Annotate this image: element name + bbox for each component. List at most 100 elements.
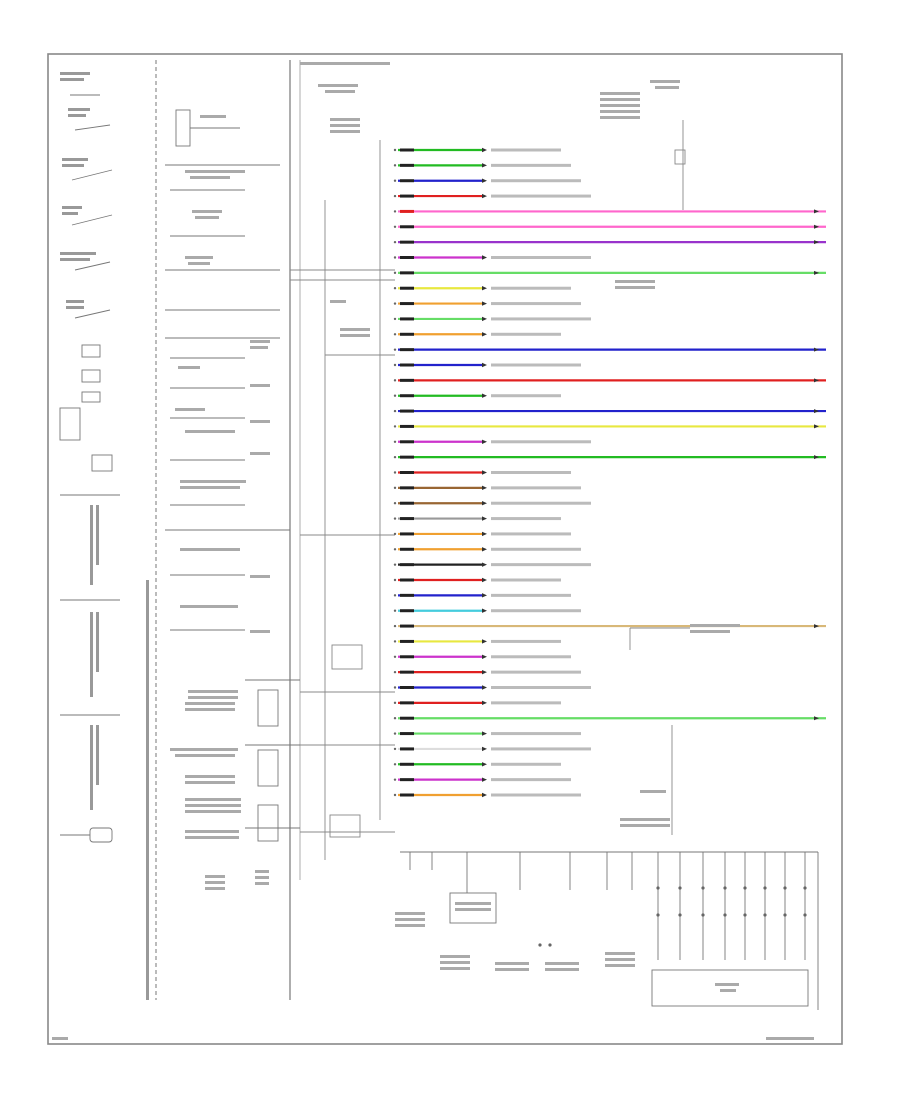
- wire-arrow: [482, 562, 487, 567]
- left-switch-column: [59, 94, 120, 843]
- wire-arrow: [482, 608, 487, 613]
- wire-tag: [400, 302, 414, 306]
- connector-pin: [393, 240, 397, 244]
- connector-pin: [393, 287, 397, 290]
- connector-pin: [393, 563, 397, 566]
- wire-22: [393, 470, 571, 475]
- connector-pin: [393, 179, 397, 182]
- connector-pin: [393, 502, 397, 505]
- wire-destination-label: [491, 670, 581, 674]
- wire-end-arrow: [814, 455, 819, 460]
- wire-tag: [400, 271, 414, 275]
- wire-tag: [400, 793, 414, 797]
- wire-tag: [400, 179, 414, 183]
- connector-pin: [393, 747, 397, 751]
- connector-pin: [393, 409, 397, 413]
- wire-7: [393, 240, 826, 245]
- connector-pin: [393, 333, 397, 336]
- wire-end-arrow: [814, 378, 819, 383]
- wire-tag: [400, 363, 414, 367]
- wire-tag: [400, 532, 414, 536]
- wire-arrow: [482, 147, 487, 153]
- connector-pin: [393, 471, 397, 474]
- connector-pin: [393, 394, 397, 397]
- wire-arrow: [482, 362, 487, 368]
- wire-arrow: [482, 654, 487, 659]
- wire-destination-label: [491, 593, 571, 597]
- wire-arrow: [482, 531, 487, 537]
- wire-16: [393, 378, 826, 383]
- connector-pin: [393, 302, 397, 305]
- connector-pin: [393, 701, 397, 705]
- connector-pin: [393, 425, 397, 428]
- wire-tag: [400, 471, 414, 474]
- wire-37: [393, 700, 561, 706]
- wire-destination-label: [491, 639, 561, 643]
- connector-pin: [393, 655, 397, 658]
- wire-tag: [400, 716, 414, 720]
- wire-destination-label: [491, 517, 561, 521]
- wire-destination-label: [491, 609, 581, 613]
- wire-destination-label: [491, 194, 591, 198]
- wire-arrow: [482, 316, 487, 322]
- wire-arrow: [482, 700, 487, 706]
- wire-destination-label: [491, 701, 561, 705]
- wire-tag: [400, 394, 414, 398]
- connector-pin: [393, 670, 397, 674]
- connector-pin: [393, 517, 397, 520]
- connector-pin: [393, 317, 397, 321]
- wire-34: [393, 654, 571, 659]
- wire-destination-label: [491, 532, 571, 536]
- wire-10: [393, 286, 571, 291]
- wire-tag: [400, 225, 414, 229]
- wire-21: [393, 455, 826, 460]
- connector-pin: [393, 732, 397, 735]
- wire-end-arrow: [814, 224, 819, 229]
- wire-arrow: [482, 485, 487, 491]
- wire-tag: [400, 378, 414, 382]
- wire-destination-label: [491, 655, 571, 659]
- connector-pin: [393, 686, 397, 689]
- wire-17: [393, 393, 561, 398]
- wire-destination-label: [491, 501, 591, 505]
- wire-23: [393, 485, 581, 491]
- wire-18: [393, 409, 826, 414]
- wire-tag: [400, 256, 414, 259]
- wire-end-arrow: [814, 624, 819, 629]
- bottom-labels: [52, 902, 739, 1040]
- connector-pin: [393, 640, 397, 643]
- wire-destination-label: [491, 286, 571, 290]
- connector-pin: [393, 793, 397, 797]
- wire-tag: [400, 424, 414, 428]
- wire-arrow: [482, 193, 487, 199]
- wire-tag: [400, 440, 414, 444]
- connector-pin: [393, 763, 397, 766]
- wire-end-arrow: [814, 424, 819, 429]
- wire-arrow: [482, 547, 487, 552]
- center-verticals: [290, 140, 395, 860]
- wire-tag: [400, 486, 414, 490]
- wire-tag: [400, 655, 414, 659]
- wire-destination-label: [491, 793, 581, 797]
- wire-destination-label: [491, 732, 581, 736]
- wire-42: [393, 777, 571, 782]
- wire-24: [393, 501, 591, 506]
- wire-arrow: [482, 777, 487, 782]
- connector-pin: [393, 778, 397, 781]
- wire-tag: [400, 593, 414, 597]
- wire-tag: [400, 547, 414, 551]
- wire-13: [393, 332, 561, 337]
- wire-1: [393, 147, 561, 153]
- wire-tag: [400, 670, 414, 674]
- wire-38: [393, 716, 826, 721]
- wire-arrow: [482, 577, 487, 583]
- wire-11: [393, 301, 581, 306]
- connector-pin: [393, 455, 397, 459]
- wire-tag: [400, 209, 414, 213]
- connector-pin: [393, 609, 397, 612]
- wire-3: [393, 178, 581, 183]
- wire-39: [393, 731, 581, 736]
- wire-destination-label: [491, 747, 591, 751]
- connector-pin: [393, 194, 397, 198]
- wire-arrow: [482, 593, 487, 598]
